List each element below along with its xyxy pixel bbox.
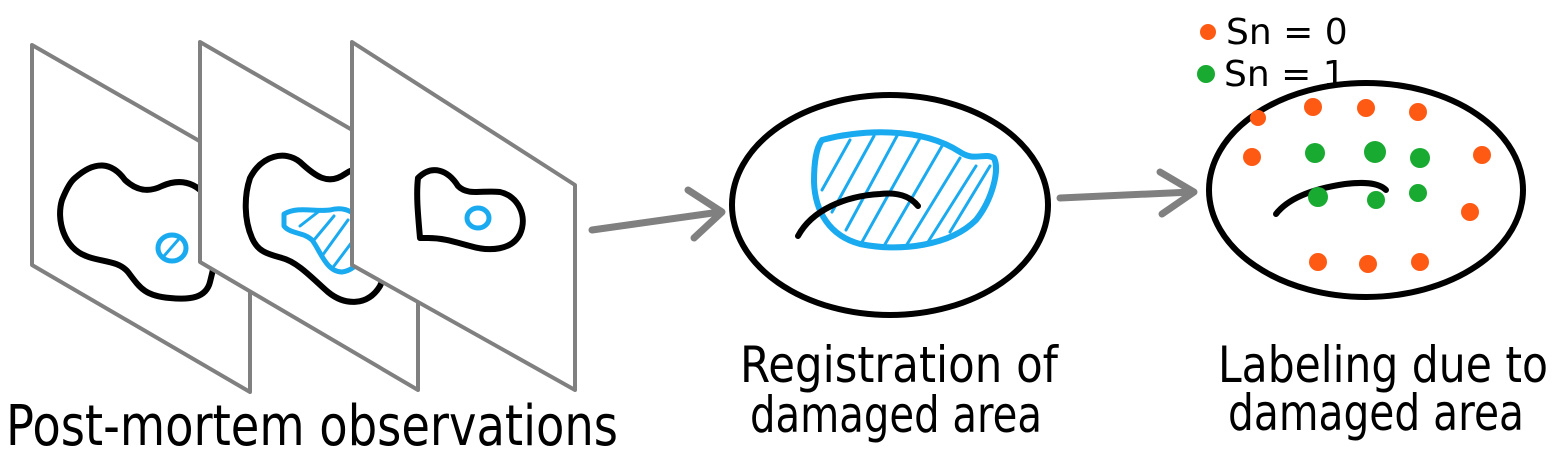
dot-label-0 bbox=[1359, 255, 1377, 273]
legend-label-0: Sn = 0 bbox=[1226, 12, 1348, 53]
postmortem-slices bbox=[30, 40, 577, 394]
lesion bbox=[464, 205, 492, 231]
brain-outline bbox=[729, 92, 1051, 318]
slice-frame bbox=[30, 43, 252, 394]
dot-label-1 bbox=[1367, 191, 1385, 209]
dot-label-0 bbox=[1243, 148, 1261, 166]
sulcus-curve bbox=[795, 190, 921, 239]
brain-outline bbox=[414, 167, 526, 253]
dot-label-0 bbox=[1461, 203, 1479, 221]
slice-panel-1 bbox=[30, 43, 252, 394]
lesion-hatch bbox=[162, 238, 180, 258]
dot-label-0 bbox=[1473, 146, 1491, 164]
caption-registration-line1: Registration of bbox=[740, 336, 1059, 394]
dot-label-0 bbox=[1250, 110, 1266, 126]
dot-label-0 bbox=[1304, 98, 1322, 116]
damage-hatching bbox=[820, 132, 992, 248]
dot-label-1 bbox=[1410, 148, 1430, 168]
sulcus-curve bbox=[1273, 179, 1389, 217]
slice-frame bbox=[350, 40, 577, 392]
dot-label-0 bbox=[1411, 253, 1429, 271]
dot-label-1 bbox=[1308, 187, 1328, 207]
dot-label-1 bbox=[1305, 143, 1325, 163]
legend-dot-label-1 bbox=[1197, 65, 1215, 83]
dot-label-0 bbox=[1409, 103, 1427, 121]
dot-label-1 bbox=[1409, 184, 1427, 202]
brain-outline bbox=[57, 162, 221, 302]
arrow-to-registration bbox=[588, 186, 726, 242]
label-dots bbox=[1243, 98, 1491, 273]
labeling-brain bbox=[1206, 80, 1526, 300]
dot-label-0 bbox=[1309, 253, 1327, 271]
caption-registration-line2: damaged area bbox=[750, 386, 1042, 444]
dot-label-0 bbox=[1357, 99, 1375, 117]
legend-dot-label-0 bbox=[1200, 24, 1216, 40]
legend-label-1: Sn = 1 bbox=[1224, 54, 1346, 95]
slice-panel-2 bbox=[198, 40, 420, 392]
damage-region bbox=[811, 129, 999, 251]
slice-panel-3 bbox=[350, 40, 577, 392]
dot-label-1 bbox=[1364, 141, 1386, 163]
caption-labeling-line2: damaged area bbox=[1228, 384, 1524, 442]
caption-labeling-line1: Labeling due to bbox=[1218, 336, 1548, 394]
legend: Sn = 0 Sn = 1 bbox=[1197, 12, 1348, 95]
caption-postmortem: Post-mortem observations bbox=[6, 394, 618, 459]
registration-brain bbox=[729, 92, 1051, 318]
arrow-to-labeling bbox=[1056, 168, 1198, 218]
brain-outline bbox=[1206, 80, 1526, 300]
